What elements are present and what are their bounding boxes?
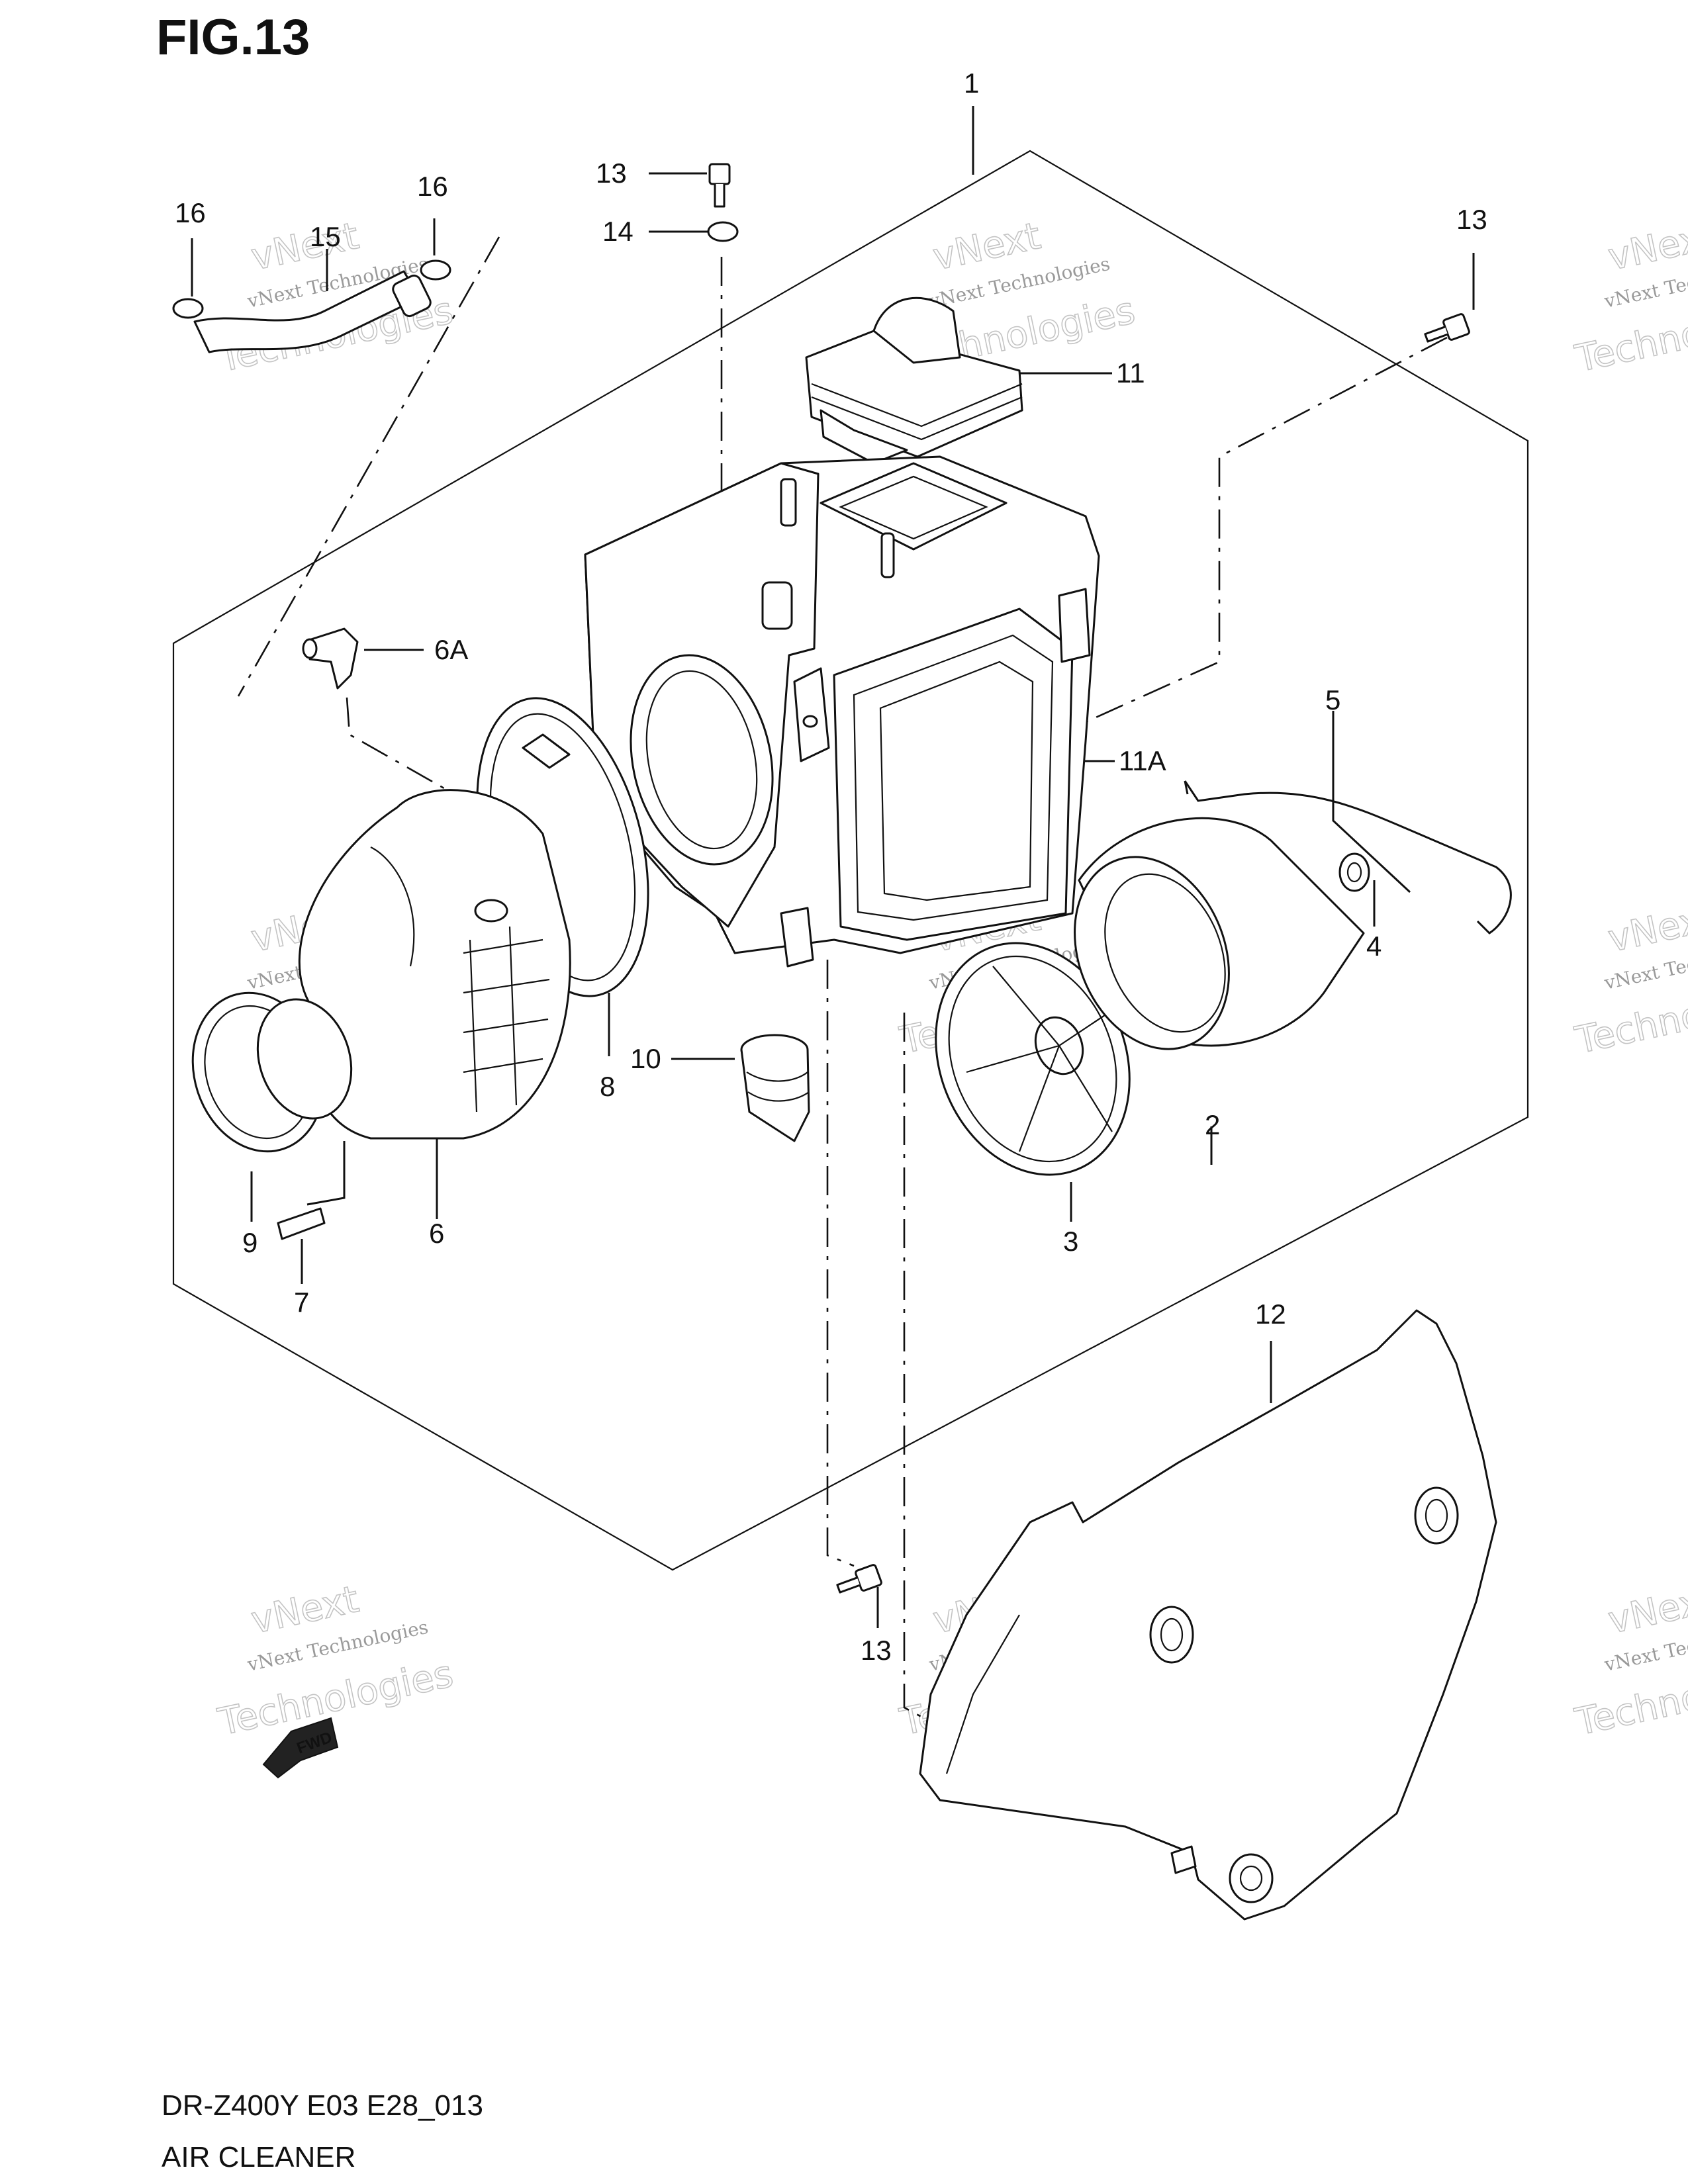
watermark-text: vNext [1605, 214, 1688, 279]
callout-11a: 11A [1119, 745, 1166, 776]
side-cover [919, 1309, 1497, 1921]
drain-plug [277, 1207, 326, 1240]
intake-boot [298, 733, 571, 1140]
callout-13-right: 13 [1456, 204, 1487, 235]
callout-12: 12 [1255, 1298, 1286, 1330]
callout-6: 6 [429, 1218, 444, 1249]
washer-icon [707, 221, 739, 242]
callout-10: 10 [630, 1043, 661, 1074]
boss [761, 581, 793, 630]
callout-1: 1 [964, 68, 979, 99]
callout-16-right: 16 [417, 171, 448, 202]
assembly-outline [172, 150, 1529, 1571]
air-box-housing [584, 455, 1100, 968]
callout-3: 3 [1063, 1226, 1078, 1257]
callout-15: 15 [310, 221, 341, 252]
callout-9: 9 [242, 1227, 258, 1258]
callout-2: 2 [1205, 1109, 1220, 1140]
callout-13-bottom: 13 [861, 1635, 892, 1666]
bolt-icon [708, 163, 731, 208]
bolt-icon [1424, 313, 1470, 343]
callout-13-top: 13 [596, 158, 627, 189]
leader-lines [237, 236, 1448, 1725]
filter-element [1074, 817, 1365, 1050]
filter-cage [935, 942, 1131, 1176]
model-code: DR-Z400Y E03 E28_013 [162, 2089, 483, 2122]
callout-5: 5 [1325, 684, 1340, 715]
watermark: vNext vNext Technologies Technologies [1571, 214, 1688, 381]
callout-labels: 1 2 3 4 5 6 6A 7 8 9 10 11 11A 12 13 13 … [175, 68, 1487, 1666]
figure-caption: AIR CLEANER [162, 2141, 355, 2173]
watermark: vNext vNext Technologies Technologies [1571, 1577, 1688, 1745]
boss [880, 532, 895, 578]
watermark-text: vNext [1605, 1578, 1688, 1643]
arrow-icon [262, 1717, 339, 1779]
fwd-direction-badge: FWD [262, 1717, 339, 1779]
intake-duct [805, 296, 1023, 465]
figure-title: FIG.13 [156, 9, 310, 66]
bolt-icon [836, 1564, 882, 1594]
watermark: vNext vNext Technologies Technologies [1571, 895, 1688, 1063]
callout-8: 8 [600, 1071, 615, 1102]
bolts [707, 163, 1470, 1594]
callout-7: 7 [294, 1287, 309, 1318]
filter-retainer [1184, 780, 1512, 934]
drain-boot [740, 1034, 810, 1142]
callout-14: 14 [602, 216, 633, 247]
watermark-text: vNext [1605, 896, 1688, 961]
callout-4: 4 [1366, 931, 1382, 962]
elbow-fitting [302, 627, 359, 690]
clamp-band [191, 991, 353, 1153]
callout-16-left: 16 [175, 197, 206, 228]
callout-6a: 6A [434, 634, 468, 665]
boss [780, 478, 797, 527]
callout-11: 11 [1116, 357, 1145, 388]
breather-hose [172, 259, 451, 353]
watermark: vNext vNext Technologies Technologies [214, 1577, 457, 1745]
